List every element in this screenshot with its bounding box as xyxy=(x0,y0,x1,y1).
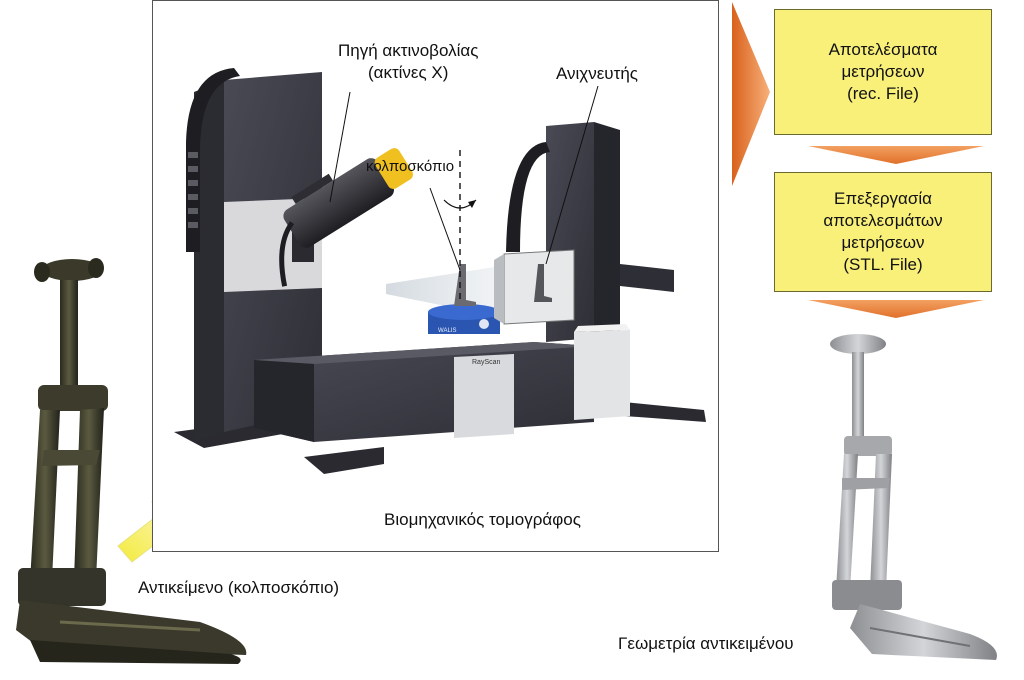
flow-arrow-down-2 xyxy=(808,300,984,318)
xray-source-label-line1: Πηγή ακτινοβολίας xyxy=(338,41,479,60)
processing-box-line4: (STL. File) xyxy=(843,255,923,274)
results-box-line3: (rec. File) xyxy=(847,84,919,103)
xray-source-label-line2: (ακτίνες Χ) xyxy=(367,63,449,82)
stl-model-render xyxy=(830,334,997,660)
specimen-label: κολποσκόπιο xyxy=(366,158,455,175)
flow-arrow-down-1 xyxy=(808,146,984,164)
stage-logo-text: WALIS xyxy=(438,328,456,334)
processing-box-line2: αποτελεσμάτων xyxy=(823,211,943,230)
output-arrow-chevron xyxy=(732,2,770,186)
xray-source-label: Πηγή ακτινοβολίας (ακτίνες Χ) xyxy=(338,40,478,84)
object-caption: Αντικείμενο (κολποσκόπιο) xyxy=(138,578,340,597)
ct-scanner-illustration: RayScan WALIS xyxy=(174,68,706,474)
results-box-line2: μετρήσεων xyxy=(841,62,925,81)
detector-label: Ανιχνευτής xyxy=(556,64,638,83)
processing-box-line3: μετρήσεων xyxy=(841,233,925,252)
processing-box: Επεξεργασία αποτελεσμάτων μετρήσεων (STL… xyxy=(774,172,992,292)
geometry-caption: Γεωμετρία αντικειμένου xyxy=(618,634,794,653)
results-box-line1: Αποτελέσματα xyxy=(828,40,938,59)
processing-box-line1: Επεξεργασία xyxy=(834,189,932,208)
results-box: Αποτελέσματα μετρήσεων (rec. File) xyxy=(774,9,992,135)
speculum-photo xyxy=(16,258,247,664)
tomograph-caption: Βιομηχανικός τομογράφος xyxy=(384,510,581,529)
stage-brand-text: RayScan xyxy=(472,359,501,366)
